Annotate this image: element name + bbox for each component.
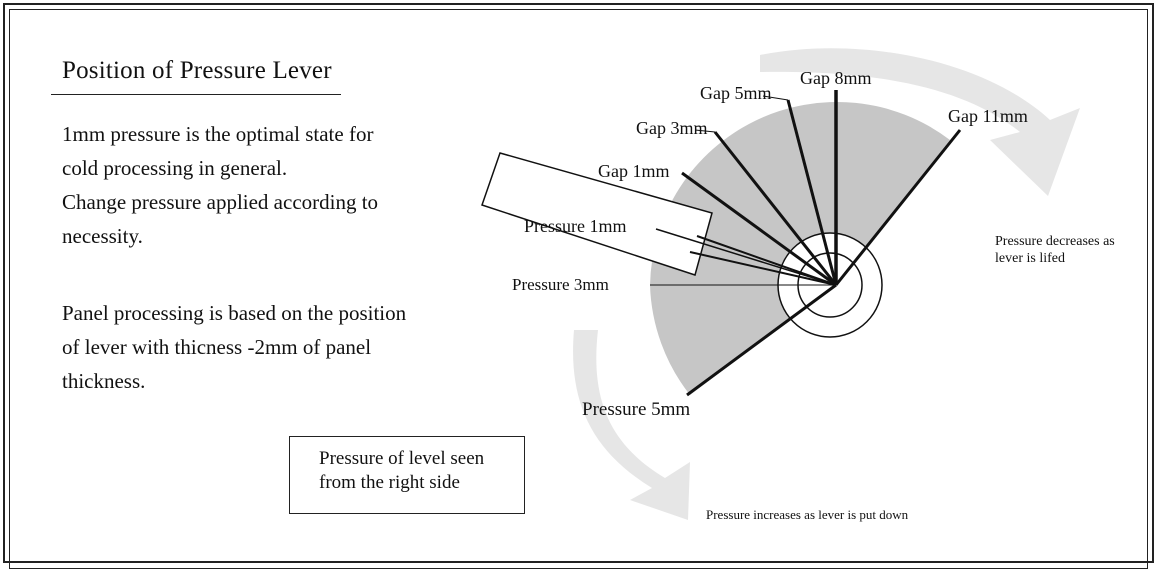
label-pressure-5mm: Pressure 5mm	[582, 399, 690, 420]
line-gap-11mm	[834, 129, 962, 286]
note-increase: Pressure increases as lever is put down	[706, 507, 909, 522]
pressure-lever-diagram: Gap 8mm Gap 5mm Gap 3mm Gap 1mm Gap 11mm…	[481, 48, 1115, 522]
label-pressure-1mm: Pressure 1mm	[524, 216, 627, 236]
line-gap-3mm	[713, 131, 838, 286]
paragraph-line: Panel processing is based on the positio…	[62, 301, 407, 325]
label-gap-3mm: Gap 3mm	[636, 118, 708, 138]
label-gap-8mm: Gap 8mm	[800, 68, 872, 88]
label-gap-11mm: Gap 11mm	[948, 106, 1028, 126]
label-pressure-3mm: Pressure 3mm	[512, 275, 609, 294]
paragraph-panel-processing: Panel processing is based on the positio…	[62, 296, 406, 398]
paragraph-line: thickness.	[62, 369, 146, 393]
paragraph-line: Change pressure applied according to	[62, 190, 379, 214]
lever-handle	[481, 152, 713, 276]
page-title: Position of Pressure Lever	[62, 57, 332, 84]
line-pressure-5mm	[686, 283, 837, 397]
paragraph-optimal-pressure: 1mm pressure is the optimal state for co…	[62, 117, 378, 253]
paragraph-line: 1mm pressure is the optimal state for	[62, 122, 374, 146]
line-pressure-1mm	[655, 228, 837, 286]
decrease-arrow	[760, 48, 1080, 196]
label-gap-1mm: Gap 1mm	[598, 161, 670, 181]
lever-shaft	[696, 235, 837, 286]
line-gap-1mm	[681, 171, 837, 287]
paragraph-line: necessity.	[62, 224, 143, 248]
line-gap-5mm	[786, 99, 838, 286]
paragraph-line: cold processing in general.	[62, 156, 288, 180]
caption-line: from the right side	[319, 472, 460, 493]
caption-line: Pressure of level seen	[319, 448, 485, 469]
leader-gap-3mm	[694, 129, 716, 133]
caption-box: Pressure of level seen from the right si…	[289, 436, 525, 514]
lever-shaft	[689, 251, 837, 286]
label-gap-5mm: Gap 5mm	[700, 83, 772, 103]
paragraph-line: of lever with thicness -2mm of panel	[62, 335, 372, 359]
note-decrease-line: Pressure decreases as	[995, 234, 1115, 249]
increase-arrow	[573, 330, 690, 520]
note-decrease-line: lever is lifed	[995, 251, 1065, 266]
title-underline	[51, 94, 341, 95]
leader-gap-5mm	[762, 95, 789, 101]
